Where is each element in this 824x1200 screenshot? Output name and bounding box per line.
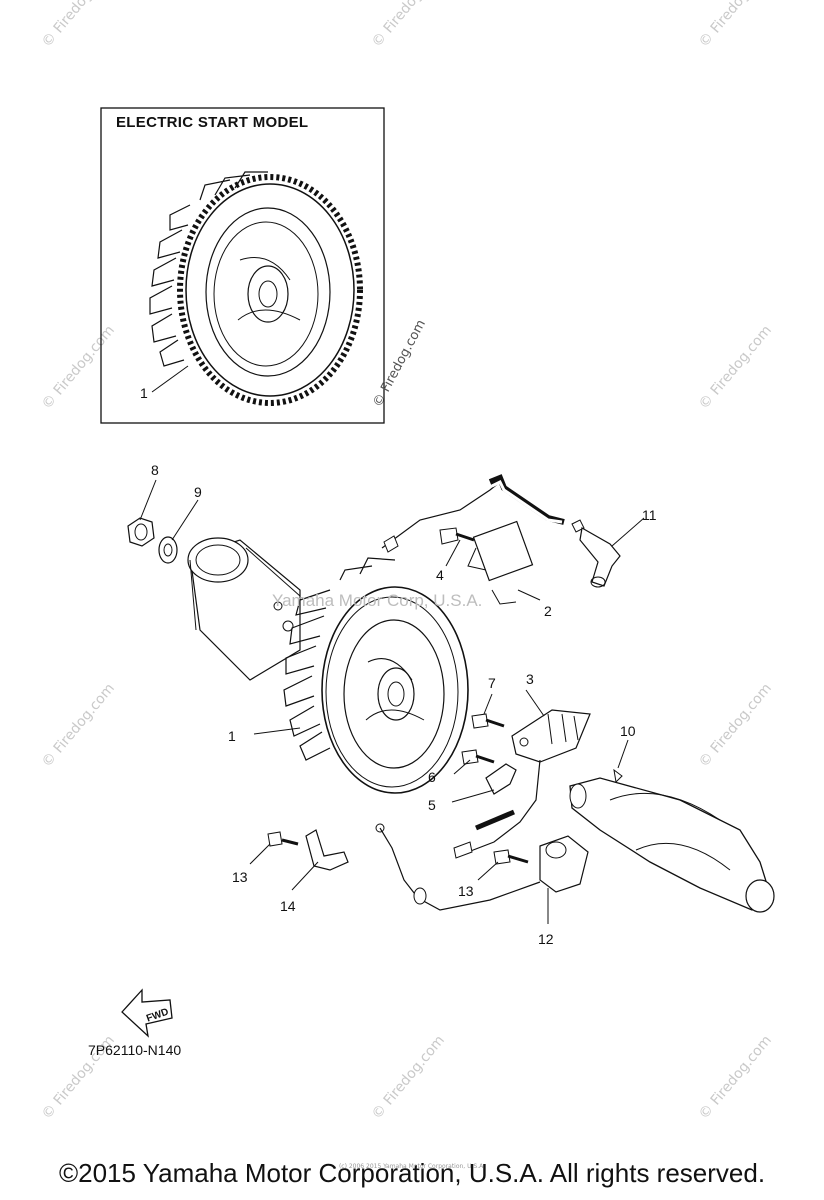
tiny-copyright: (c) 2006 2015 Yamaha Motor Corporation, … — [338, 1163, 486, 1170]
watermark-text: © Firedog.com — [39, 0, 118, 51]
exciter-coil — [375, 823, 589, 911]
callout-13-left: 13 — [232, 869, 248, 885]
leader-lines — [139, 479, 645, 924]
callout-numbers: 8 9 4 2 11 3 7 1 10 6 5 13 13 14 12 — [151, 462, 657, 947]
charge-coil — [453, 709, 591, 859]
callout-10: 10 — [620, 723, 636, 739]
inset-watermark: © Firedog.com — [370, 317, 429, 409]
watermark-text: © Firedog.com — [696, 681, 775, 771]
callout-6: 6 — [428, 769, 436, 785]
nut-washer — [127, 517, 178, 564]
ground-bracket — [267, 829, 349, 871]
callout-12: 12 — [538, 931, 554, 947]
fwd-arrow: FWD — [121, 988, 173, 1038]
overlay-watermark: Yamaha Motor Corp, U.S.A. — [272, 591, 482, 610]
watermark-text: © Firedog.com — [369, 0, 448, 51]
inset-electric-start: 1 © Firedog.com — [100, 107, 429, 424]
callout-9: 9 — [194, 484, 202, 500]
watermark-text: © Firedog.com — [696, 0, 775, 51]
flywheel-ring-gear — [149, 171, 363, 406]
callout-8: 8 — [151, 462, 159, 478]
callout-4: 4 — [436, 567, 444, 583]
plug-cap — [571, 519, 621, 588]
watermark-text: © Firedog.com — [39, 323, 118, 413]
watermark-text: © Firedog.com — [39, 681, 118, 771]
watermark-text: © Firedog.com — [369, 1033, 448, 1123]
callout-14: 14 — [280, 898, 296, 914]
ignition-coil — [381, 474, 565, 605]
watermark-text: © Firedog.com — [696, 323, 775, 413]
inset-title: ELECTRIC START MODEL — [116, 114, 309, 131]
callout-3: 3 — [526, 671, 534, 687]
firedog-watermarks: © Firedog.com © Firedog.com © Firedog.co… — [39, 0, 775, 1123]
watermark-text: © Firedog.com — [696, 1033, 775, 1123]
copyright-footer: ©2015 Yamaha Motor Corporation, U.S.A. A… — [58, 1158, 766, 1188]
callout-1-inset: 1 — [140, 385, 148, 401]
callout-1: 1 — [228, 728, 236, 744]
crankshaft — [569, 768, 775, 913]
callout-13-right: 13 — [458, 883, 474, 899]
callout-7: 7 — [488, 675, 496, 691]
callout-5: 5 — [428, 797, 436, 813]
diagram-code: 7P62110-N140 — [88, 1042, 182, 1058]
callout-11: 11 — [642, 507, 657, 523]
callout-2: 2 — [544, 603, 552, 619]
flywheel-main: Yamaha Motor Corp, U.S.A. — [187, 537, 482, 794]
